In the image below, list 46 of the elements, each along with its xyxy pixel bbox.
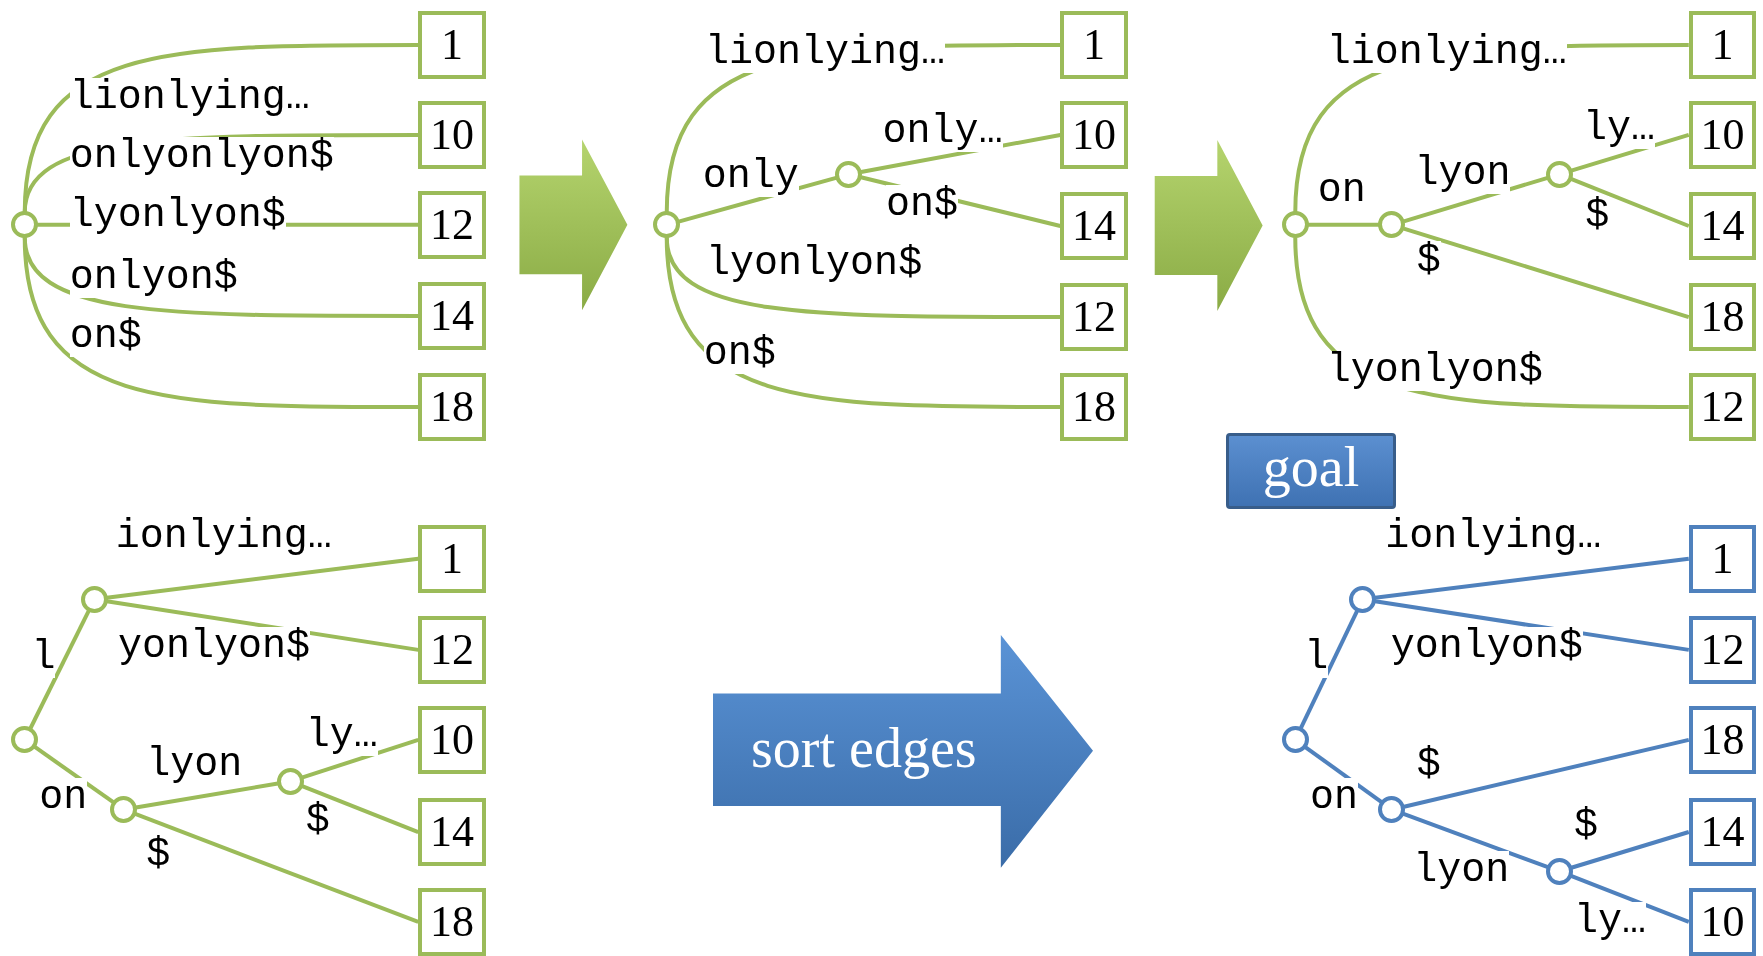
- leaf-box: 1: [1688, 525, 1757, 593]
- block-arrow: sort edges: [712, 635, 1093, 868]
- block-arrow: [1154, 140, 1263, 311]
- leaf-box: 10: [1060, 101, 1128, 169]
- edge-label: yonlyon$: [1390, 626, 1583, 667]
- leaf-box: 14: [1688, 192, 1757, 260]
- leaf-box: 18: [1060, 373, 1128, 441]
- leaf-box: 18: [418, 373, 486, 441]
- leaf-box: 1: [418, 11, 486, 79]
- edge-label: lionlying…: [69, 77, 310, 118]
- leaf-box: 1: [418, 525, 486, 593]
- leaf-box: 14: [418, 282, 486, 350]
- leaf-box: 1: [1060, 11, 1128, 79]
- leaf-box: 12: [418, 191, 486, 259]
- tree-edge: [22, 237, 419, 409]
- leaf-box: 12: [1688, 616, 1757, 684]
- leaf-box: 18: [1688, 283, 1757, 351]
- edge-label: onlyon$: [69, 257, 238, 298]
- leaf-box: 10: [418, 706, 486, 774]
- tree-edge: [106, 556, 419, 600]
- leaf-box: 10: [1688, 888, 1757, 956]
- edge-label: on$: [69, 317, 142, 358]
- edge-label: yonlyon$: [118, 626, 311, 667]
- tree-edge: [106, 599, 419, 652]
- leaf-box: 14: [1688, 798, 1757, 866]
- tree-edge: [664, 237, 1061, 409]
- leaf-box: 14: [418, 798, 486, 866]
- edge-label: on$: [703, 334, 776, 375]
- leaf-box: 14: [1060, 192, 1128, 260]
- edge-label: lyonlyon$: [69, 195, 286, 236]
- leaf-box: 12: [1060, 283, 1128, 351]
- leaf-box: 18: [1688, 706, 1757, 774]
- leaf-box: 12: [418, 616, 486, 684]
- leaf-box: 1: [1688, 11, 1757, 79]
- edge-label: onlyonlyon$: [69, 137, 334, 178]
- tree-edge: [1307, 222, 1380, 227]
- edge-label: ionlying…: [115, 517, 332, 558]
- goal-tag: goal: [1225, 432, 1397, 510]
- leaf-box: 10: [418, 101, 486, 169]
- edge-label: ionlying…: [1385, 517, 1602, 558]
- block-arrow: [519, 139, 628, 311]
- leaf-box: 12: [1688, 373, 1757, 441]
- leaf-box: 18: [418, 888, 486, 956]
- edge-label: only: [702, 156, 799, 197]
- edge-label: only…: [882, 111, 1003, 152]
- leaf-box: 10: [1688, 101, 1757, 169]
